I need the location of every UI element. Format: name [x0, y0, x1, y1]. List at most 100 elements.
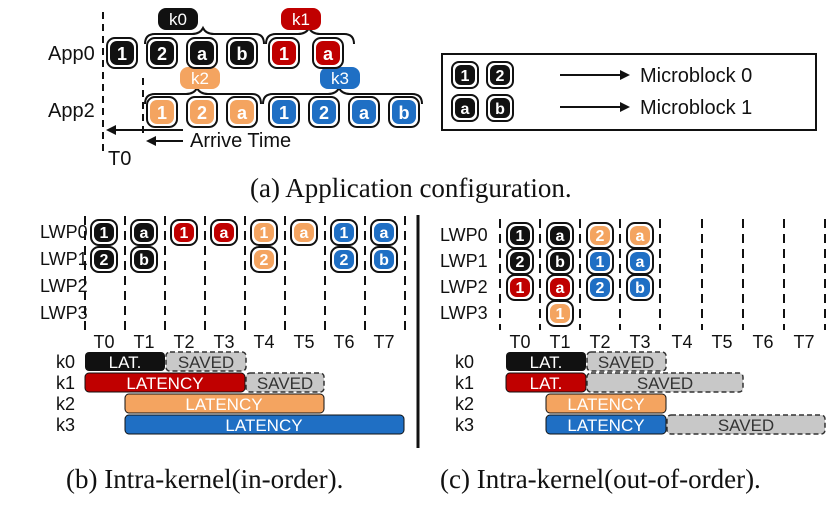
app0-block: 1: [268, 37, 300, 69]
cell-label: 2: [596, 280, 605, 297]
arrive-time-pointer-head: [146, 136, 156, 146]
cell-block: a: [130, 219, 158, 246]
app2-block: 2: [186, 96, 218, 128]
time-labels-b: T0 T1 T2 T3 T4 T5 T6 T7: [93, 332, 394, 352]
k3-saved-label: SAVED: [718, 416, 774, 435]
lwp-label: LWP1: [440, 251, 488, 271]
time-label: T0: [93, 332, 114, 352]
k1-saved-bar: [245, 372, 325, 393]
time-label: T7: [793, 332, 814, 352]
app0-block: b: [226, 37, 258, 69]
kernel-labels-b: k0 k1 k2 k3: [56, 352, 75, 435]
app2-block-label: a: [359, 103, 370, 123]
k2-latency-bar: [545, 393, 667, 414]
cell-label: a: [220, 225, 229, 242]
part-c-out-of-order: LWP0 LWP1 LWP2 LWP3 1 2 1 a b a 1 2 1 2 …: [440, 219, 826, 494]
k1-label-box: [281, 8, 321, 30]
k3-label-box: [320, 67, 360, 89]
cell-label: 1: [180, 225, 189, 242]
k3-label: k3: [331, 69, 349, 88]
arrive-time-label: Arrive Time: [190, 130, 291, 152]
cell-label: b: [139, 252, 149, 269]
t0-label: T0: [108, 148, 131, 170]
cell-label: 1: [556, 306, 565, 323]
k3-latency-label: LATENCY: [567, 416, 644, 435]
legend-block-label: b: [495, 101, 505, 118]
k1-label: k1: [292, 10, 310, 29]
cells-b: 1 a 1 a 1 a 1 a 2 b 2 2 b: [90, 219, 398, 273]
k1-latency-label: LAT.: [530, 374, 563, 393]
cell-block: a: [626, 222, 654, 249]
k1-latency-label: LATENCY: [126, 374, 203, 393]
k2-latency-label: LATENCY: [185, 395, 262, 414]
lwp-label: LWP2: [440, 277, 488, 297]
lwp-label: LWP3: [40, 303, 88, 323]
legend-box: 1 2 Microblock 0 a b Microblock: [441, 53, 817, 131]
cell-label: 1: [340, 225, 349, 242]
caption-a: (a) Application configuration.: [250, 173, 572, 203]
lwp-label: LWP0: [40, 222, 88, 242]
app2-block-label: 1: [279, 103, 289, 123]
lwp-label: LWP1: [40, 249, 88, 269]
app0-block-label: a: [323, 44, 334, 64]
k0-label: k0: [169, 10, 187, 29]
app2-block-label: 1: [157, 103, 167, 123]
part-b-in-order: LWP0 LWP1 LWP2 LWP3 1 a 1 a 1 a 1 a 2 b …: [40, 216, 406, 494]
app2-block-label: 2: [319, 103, 329, 123]
cell-block: 1: [586, 248, 614, 275]
cell-block: a: [370, 219, 398, 246]
part-a-application-config: App0 App2 k0 k1 k2 k3 1 2: [48, 8, 817, 203]
cell-block: a: [546, 222, 574, 249]
legend-block-label: a: [461, 101, 470, 118]
cell-label: 1: [516, 280, 525, 297]
app2-block: 2: [308, 96, 340, 128]
time-label: T5: [711, 332, 732, 352]
kernel-label: k3: [56, 415, 75, 435]
cell-label: b: [555, 254, 565, 271]
legend-arrowhead: [620, 102, 630, 112]
k0-latency-bar: [85, 352, 165, 371]
cell-block: 1: [90, 219, 118, 246]
cell-block: 1: [506, 274, 534, 301]
legend-block: 1: [451, 61, 479, 89]
lwp-label: LWP3: [440, 303, 488, 323]
cell-label: 1: [260, 225, 269, 242]
legend-block: 2: [486, 61, 514, 89]
k0-brace: [144, 25, 265, 45]
k1-saved-label: SAVED: [637, 374, 693, 393]
k0-label-box: [158, 8, 198, 30]
caption-c: (c) Intra-kernel(out-of-order).: [440, 464, 761, 494]
app2-block: a: [226, 96, 258, 128]
lwp-label: LWP0: [440, 225, 488, 245]
cell-block: 2: [586, 222, 614, 249]
k2-latency-label: LATENCY: [567, 395, 644, 414]
cell-label: 2: [596, 228, 605, 245]
time-label: T0: [509, 332, 530, 352]
k2-label-box: [180, 67, 220, 89]
cell-label: b: [635, 280, 645, 297]
cell-block: 2: [586, 274, 614, 301]
cell-label: 1: [100, 225, 109, 242]
k1-saved-bar: [586, 372, 744, 393]
k3-saved-bar: [666, 414, 826, 435]
k3-latency-bar: [124, 414, 405, 435]
k3-latency-bar: [545, 414, 667, 435]
k1-saved-label: SAVED: [257, 374, 313, 393]
legend-block-label: 1: [461, 68, 470, 85]
kernel-labels-c: k0 k1 k2 k3: [455, 352, 474, 435]
time-label: T3: [629, 332, 650, 352]
cell-label: a: [556, 280, 565, 297]
k3-latency-label: LATENCY: [225, 416, 302, 435]
kernel-label: k2: [56, 394, 75, 414]
cell-label: a: [556, 228, 565, 245]
app2-block: b: [388, 96, 420, 128]
cell-block: b: [370, 246, 398, 273]
cell-label: 1: [596, 254, 605, 271]
lwp-label: LWP2: [40, 276, 88, 296]
cell-block: 1: [170, 219, 198, 246]
time-labels-c: T0 T1 T2 T3 T4 T5 T6 T7: [509, 332, 814, 352]
time-label: T7: [373, 332, 394, 352]
legend-block: a: [451, 94, 479, 122]
k0-saved-bar: [586, 351, 667, 372]
